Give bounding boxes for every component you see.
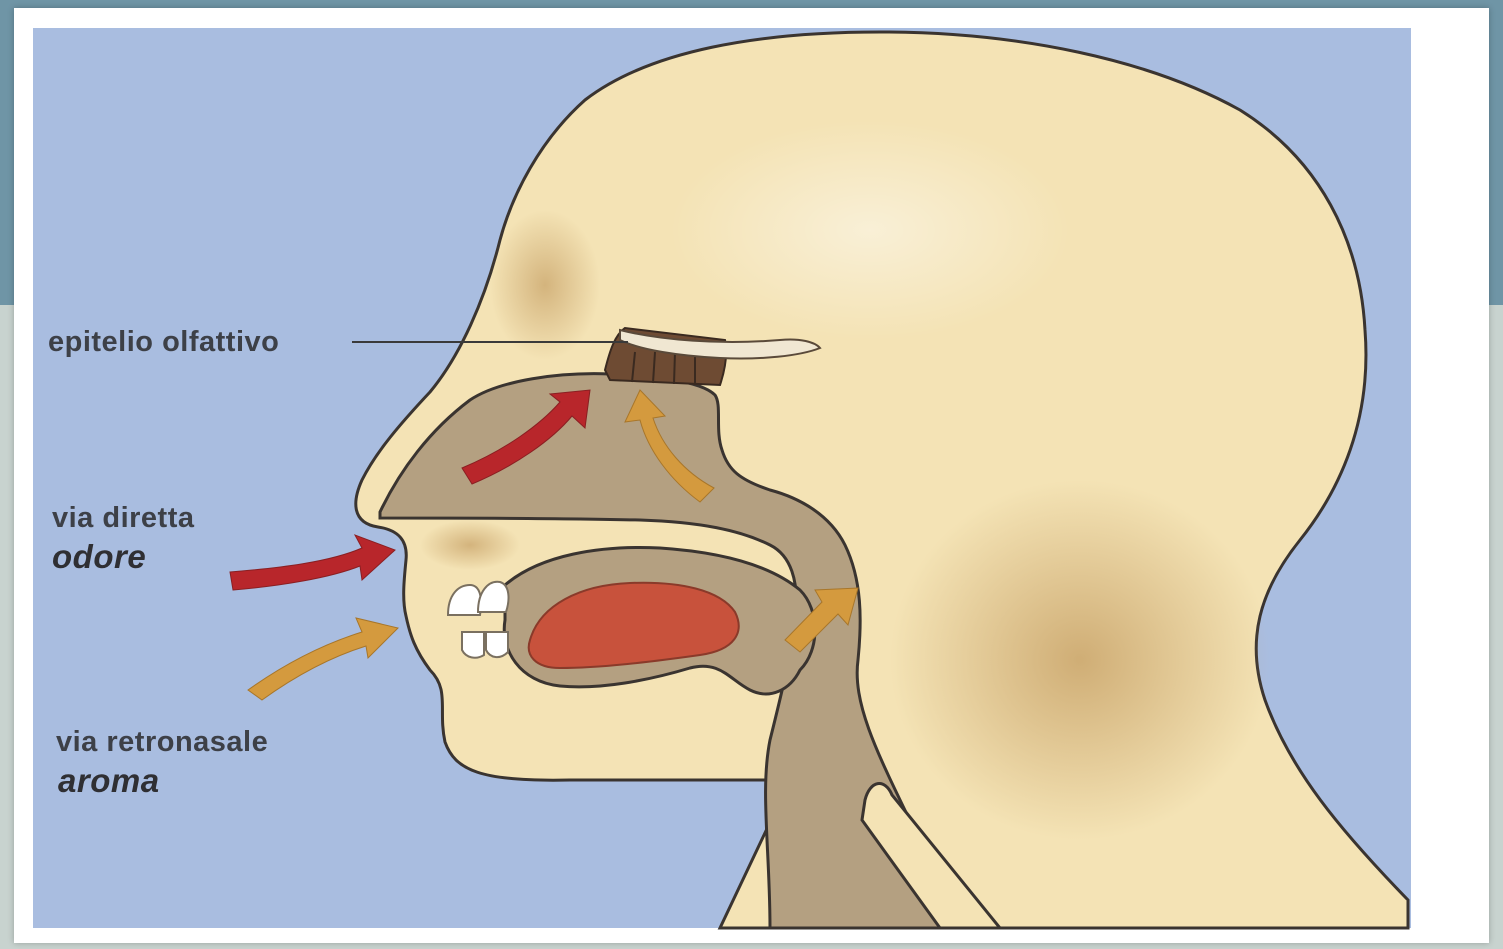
label-retronasal-route: via retronasale [56, 726, 268, 759]
face-highlight [670, 120, 1070, 340]
label-direct-route: via diretta [52, 502, 195, 535]
label-retronasal-term: aroma [58, 762, 160, 800]
label-direct-term: odore [52, 538, 146, 576]
lip-shadow [420, 520, 520, 570]
label-olfactory-epithelium: epitelio olfattivo [48, 326, 279, 359]
brow-shadow [490, 210, 600, 360]
jaw-shadow [890, 480, 1270, 840]
